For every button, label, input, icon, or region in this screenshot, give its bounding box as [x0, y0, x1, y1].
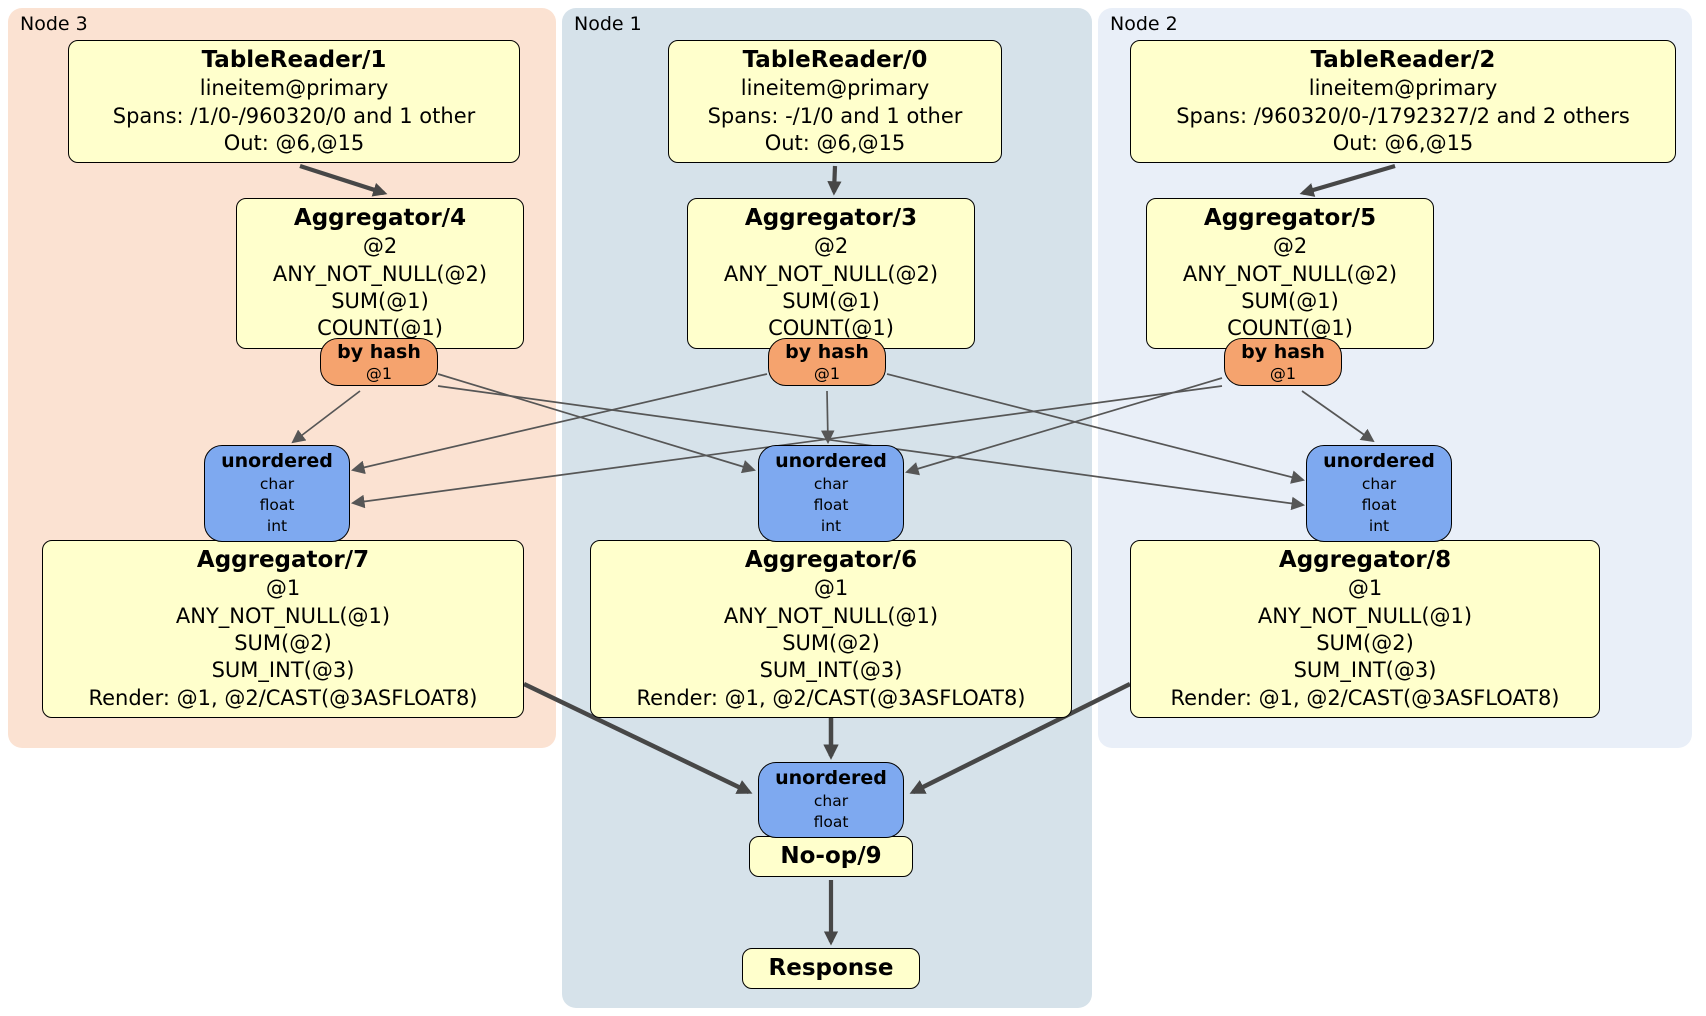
- aggregator-4-fn1: ANY_NOT_NULL(@2): [272, 261, 488, 286]
- tablereader-0-out: Out: @6,@15: [764, 131, 906, 156]
- byhash-router-node3: by hash @1: [320, 338, 438, 386]
- aggregator-7-title: Aggregator/7: [196, 547, 370, 573]
- noop-9-title: No-op/9: [780, 843, 882, 869]
- aggregator-3-group: @2: [813, 234, 849, 259]
- aggregator-4-group: @2: [362, 234, 398, 259]
- aggregator-8-group: @1: [1347, 576, 1383, 601]
- unordered-sync-node3-col1: char: [259, 474, 295, 493]
- aggregator-5-group: @2: [1272, 234, 1308, 259]
- aggregator-8-fn1: ANY_NOT_NULL(@1): [1257, 603, 1473, 628]
- tablereader-2-box: TableReader/2 lineitem@primary Spans: /9…: [1130, 40, 1676, 164]
- unordered-sync-node3-col2: float: [259, 495, 295, 514]
- aggregator-7-fn1: ANY_NOT_NULL(@1): [175, 603, 391, 628]
- aggregator-3-fn2: SUM(@1): [782, 289, 880, 314]
- tablereader-0-index: lineitem@primary: [740, 76, 930, 101]
- aggregator-3-box: Aggregator/3 @2 ANY_NOT_NULL(@2) SUM(@1)…: [687, 198, 975, 349]
- aggregator-5-fn2: SUM(@1): [1241, 289, 1339, 314]
- aggregator-8-render: Render: @1, @2/CAST(@3ASFLOAT8): [1170, 685, 1560, 710]
- unordered-sync-node2-col1: char: [1361, 474, 1397, 493]
- aggregator-8-box: Aggregator/8 @1 ANY_NOT_NULL(@1) SUM(@2)…: [1130, 540, 1600, 718]
- unordered-sync-node1-col2: float: [813, 495, 849, 514]
- tablereader-2-spans: Spans: /960320/0-/1792327/2 and 2 others: [1176, 103, 1630, 128]
- aggregator-5-title: Aggregator/5: [1203, 205, 1377, 231]
- tablereader-2-title: TableReader/2: [1310, 47, 1496, 73]
- unordered-sync-node2-col3: int: [1368, 516, 1390, 535]
- aggregator-6-box: Aggregator/6 @1 ANY_NOT_NULL(@1) SUM(@2)…: [590, 540, 1072, 718]
- aggregator-5-box: Aggregator/5 @2 ANY_NOT_NULL(@2) SUM(@1)…: [1146, 198, 1434, 349]
- aggregator-7-box: Aggregator/7 @1 ANY_NOT_NULL(@1) SUM(@2)…: [42, 540, 524, 718]
- node2-region-label: Node 2: [1110, 13, 1178, 35]
- aggregator-6-fn1: ANY_NOT_NULL(@1): [723, 603, 939, 628]
- unordered-sync-node1-title: unordered: [775, 450, 887, 472]
- unordered-sync-node3-col3: int: [266, 516, 288, 535]
- tablereader-0-spans: Spans: -/1/0 and 1 other: [707, 103, 963, 128]
- aggregator-7-render: Render: @1, @2/CAST(@3ASFLOAT8): [88, 685, 478, 710]
- tablereader-1-box: TableReader/1 lineitem@primary Spans: /1…: [68, 40, 520, 164]
- aggregator-3-fn1: ANY_NOT_NULL(@2): [723, 261, 939, 286]
- aggregator-7-fn2: SUM(@2): [234, 631, 332, 656]
- aggregator-6-group: @1: [813, 576, 849, 601]
- aggregator-7-fn3: SUM_INT(@3): [211, 658, 355, 683]
- tablereader-1-title: TableReader/1: [201, 47, 387, 73]
- tablereader-1-index: lineitem@primary: [199, 76, 389, 101]
- unordered-sync-node1-col3: int: [820, 516, 842, 535]
- aggregator-5-fn1: ANY_NOT_NULL(@2): [1182, 261, 1398, 286]
- tablereader-2-out: Out: @6,@15: [1332, 131, 1474, 156]
- response-title: Response: [768, 955, 894, 981]
- unordered-sync-final-title: unordered: [775, 767, 887, 789]
- aggregator-8-fn3: SUM_INT(@3): [1293, 658, 1437, 683]
- aggregator-7-group: @1: [265, 576, 301, 601]
- aggregator-3-fn3: COUNT(@1): [768, 316, 894, 341]
- node1-region-label: Node 1: [574, 13, 642, 35]
- unordered-sync-node2: unordered char float int: [1306, 445, 1452, 542]
- byhash-router-node2-key: @1: [1269, 363, 1297, 383]
- aggregator-4-title: Aggregator/4: [293, 205, 467, 231]
- unordered-sync-node3: unordered char float int: [204, 445, 350, 542]
- unordered-sync-final: unordered char float: [758, 762, 904, 838]
- tablereader-1-out: Out: @6,@15: [223, 131, 365, 156]
- byhash-router-node2-title: by hash: [1241, 341, 1325, 363]
- tablereader-0-title: TableReader/0: [742, 47, 928, 73]
- noop-9-box: No-op/9: [749, 836, 913, 878]
- node3-region-label: Node 3: [20, 13, 88, 35]
- response-box: Response: [742, 948, 920, 990]
- aggregator-6-fn3: SUM_INT(@3): [759, 658, 903, 683]
- byhash-router-node1: by hash @1: [768, 338, 886, 386]
- aggregator-4-box: Aggregator/4 @2 ANY_NOT_NULL(@2) SUM(@1)…: [236, 198, 524, 349]
- aggregator-3-title: Aggregator/3: [744, 205, 918, 231]
- byhash-router-node2: by hash @1: [1224, 338, 1342, 386]
- byhash-router-node3-key: @1: [365, 363, 393, 383]
- tablereader-0-box: TableReader/0 lineitem@primary Spans: -/…: [668, 40, 1002, 164]
- byhash-router-node1-title: by hash: [785, 341, 869, 363]
- aggregator-6-render: Render: @1, @2/CAST(@3ASFLOAT8): [636, 685, 1026, 710]
- aggregator-4-fn2: SUM(@1): [331, 289, 429, 314]
- unordered-sync-final-col1: char: [813, 791, 849, 810]
- tablereader-2-index: lineitem@primary: [1308, 76, 1498, 101]
- unordered-sync-node2-title: unordered: [1323, 450, 1435, 472]
- aggregator-6-title: Aggregator/6: [744, 547, 918, 573]
- byhash-router-node1-key: @1: [813, 363, 841, 383]
- aggregator-8-title: Aggregator/8: [1278, 547, 1452, 573]
- byhash-router-node3-title: by hash: [337, 341, 421, 363]
- unordered-sync-node1: unordered char float int: [758, 445, 904, 542]
- unordered-sync-node3-title: unordered: [221, 450, 333, 472]
- unordered-sync-node1-col1: char: [813, 474, 849, 493]
- aggregator-6-fn2: SUM(@2): [782, 631, 880, 656]
- unordered-sync-final-col2: float: [813, 812, 849, 831]
- aggregator-8-fn2: SUM(@2): [1316, 631, 1414, 656]
- unordered-sync-node2-col2: float: [1361, 495, 1397, 514]
- tablereader-1-spans: Spans: /1/0-/960320/0 and 1 other: [112, 103, 476, 128]
- aggregator-5-fn3: COUNT(@1): [1227, 316, 1353, 341]
- aggregator-4-fn3: COUNT(@1): [317, 316, 443, 341]
